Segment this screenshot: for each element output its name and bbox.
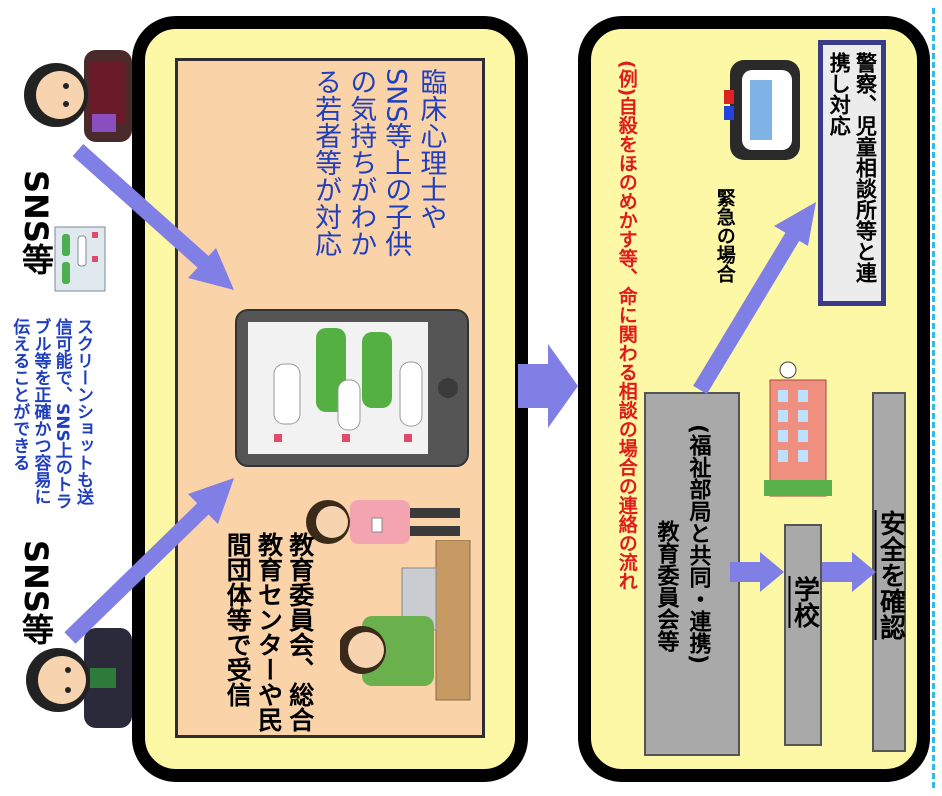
dashed-border — [932, 8, 942, 788]
student-girl-icon — [24, 50, 132, 142]
arrow-to-flow — [518, 344, 578, 428]
flow-title: (例)自殺をほのめかす等、命に関わる相談の場合の連絡の流れ — [615, 60, 638, 591]
arrow-board-to-school — [730, 552, 784, 592]
counselor-woman-icon — [306, 500, 460, 544]
arrow-bottom-into-phone — [64, 478, 234, 644]
counselor-note: 臨床心理士やSNS等上の子供の気持ちがわかる若者等が対応 — [310, 68, 447, 258]
arrow-school-to-safety — [822, 552, 876, 592]
safety-box-text: 安全を確認 — [875, 510, 906, 640]
sns-label-bottom: SNS等 — [17, 540, 55, 645]
man-at-laptop-icon — [340, 540, 471, 701]
board-box-line1: 教育委員会等 — [653, 520, 679, 652]
emergency-label: 緊急の場合 — [713, 188, 736, 283]
arrow-board-to-police — [693, 202, 816, 395]
student-boy-icon — [26, 628, 132, 728]
police-box-text: 警察、児童相談所等と連携し対応 — [827, 52, 878, 283]
school-box-text: 学校 — [789, 576, 820, 628]
smartphone-icon — [235, 309, 469, 467]
chat-screenshot-icon — [54, 226, 106, 292]
police-car-icon — [724, 60, 800, 160]
school-box — [784, 524, 822, 746]
screenshot-note: スクリーンショットも送信可能で、SNS上のトラブル等を正確かつ容易に伝えることが… — [9, 318, 93, 510]
board-box-line2: (福祉部局と共同・連携) — [685, 424, 711, 665]
receiver-note: 教育委員会、総合教育センターや民間団体等で受信 — [223, 532, 315, 732]
police-box — [818, 40, 886, 306]
school-building-icon — [764, 361, 832, 497]
sns-label-top: SNS等 — [17, 170, 55, 275]
arrow-top-into-phone — [72, 144, 234, 290]
